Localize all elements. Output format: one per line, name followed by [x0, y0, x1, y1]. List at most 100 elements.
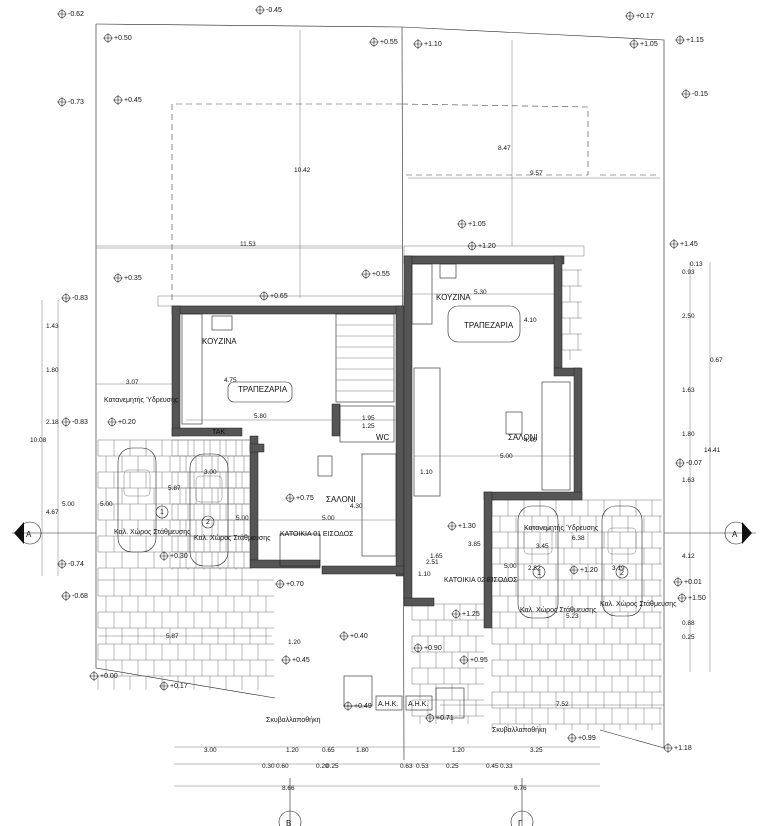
level-cross-icon — [569, 565, 579, 575]
living-1-label: ΣΑΛΟΝΙ — [326, 495, 356, 504]
bins-2-label: Σκυβαλλαποθήκη — [492, 727, 547, 734]
level-cross-icon — [61, 417, 71, 427]
level-cross-icon — [343, 701, 353, 711]
level-label: +0.55 — [372, 271, 390, 278]
level-cross-icon — [369, 37, 379, 47]
level-label: +1.10 — [424, 41, 442, 48]
level-label: +0.40 — [350, 633, 368, 640]
ahk-1-label: Α.Η.Κ. — [378, 701, 398, 708]
dimension-label: 3.19 — [612, 565, 625, 572]
wc-1-label: WC — [376, 433, 390, 442]
level-cross-icon — [61, 591, 71, 601]
parking-number: 1 — [160, 509, 164, 516]
level-cross-icon — [675, 35, 685, 45]
dimension-lines — [41, 30, 711, 787]
level-cross-icon — [61, 293, 71, 303]
level-label: +1.45 — [680, 241, 698, 248]
dimension-label: 5.00 — [504, 563, 517, 570]
dimension-labels: 10.42 8.47 9.57 11.53 3.07 4.75 5.80 1.9… — [30, 145, 723, 792]
level-cross-icon — [413, 643, 423, 653]
level-cross-icon — [663, 743, 673, 753]
tak-label: ΤΑΚ — [212, 429, 225, 436]
dining-1-label: ΤΡΑΠΕΖΑΡΙΑ — [238, 385, 288, 394]
level-cross-icon — [285, 493, 295, 503]
kitchen-1-label: ΚΟΥΖΙΝΑ — [202, 337, 237, 346]
level-cross-icon — [567, 733, 577, 743]
ahk-2-label: Α.Η.Κ. — [408, 701, 428, 708]
level-label: -0.83 — [72, 419, 88, 426]
section-markers — [12, 521, 756, 826]
living-2-label: ΣΑΛΟΝΙ — [508, 433, 538, 442]
dimension-label: 2.51 — [426, 559, 439, 566]
dimension-label: 6.76 — [514, 785, 527, 792]
level-cross-icon — [669, 239, 679, 249]
level-label: +1.05 — [468, 221, 486, 228]
dimension-label: 0.60 — [276, 763, 289, 770]
level-label: +0.75 — [296, 495, 314, 502]
level-label: +0.30 — [170, 553, 188, 560]
level-label: +0.00 — [100, 673, 118, 680]
dimension-label: 5.87 — [168, 485, 181, 492]
dimension-label: 0.63 — [400, 763, 413, 770]
level-label: +0.70 — [286, 581, 304, 588]
level-cross-icon — [103, 33, 113, 43]
level-cross-icon — [457, 219, 467, 229]
dimension-label: 0.20 — [316, 763, 329, 770]
parking-1a-label: Καλ. Χώρος Στάθμευσης — [114, 528, 191, 536]
dwelling-02 — [403, 245, 585, 629]
dimension-label: 11.53 — [240, 241, 256, 248]
dimension-label: 3.25 — [530, 747, 543, 754]
level-label: -0.15 — [692, 91, 708, 98]
level-label: +0.71 — [436, 715, 454, 722]
level-label: +1.05 — [640, 41, 658, 48]
dimension-label: 3.07 — [126, 379, 139, 386]
level-cross-icon — [57, 559, 67, 569]
dimension-label: 0.33 — [500, 763, 513, 770]
level-label: +0.90 — [424, 645, 442, 652]
parking-cars — [117, 447, 643, 619]
level-cross-icon — [107, 417, 117, 427]
level-cross-icon — [281, 655, 291, 665]
dimension-label: 5.23 — [566, 613, 579, 620]
level-cross-icon — [159, 551, 169, 561]
meter-2-label: Κατανεμητής Ύδρευσης — [524, 525, 599, 532]
dimension-label: 1.10 — [420, 469, 433, 476]
dimension-label: 14.41 — [704, 447, 721, 454]
dimension-label: 8.47 — [498, 145, 511, 152]
parking-number: 2 — [620, 570, 624, 577]
dimension-label: 6.38 — [572, 535, 585, 542]
level-label: +0.65 — [270, 293, 288, 300]
dimension-label: 0.25 — [326, 763, 339, 770]
dimension-label: 2.82 — [528, 565, 541, 572]
level-label: -0.68 — [72, 593, 88, 600]
level-cross-icon — [339, 631, 349, 641]
setback-lines — [171, 103, 660, 300]
level-label: +0.99 — [578, 735, 596, 742]
dimension-label: 4.40 — [524, 437, 537, 444]
level-cross-icon — [467, 241, 477, 251]
dimension-label: 5.80 — [254, 413, 267, 420]
dimension-label: 0.45 — [486, 763, 499, 770]
dimension-label: 5.00 — [500, 453, 513, 460]
dining-2-label: ΤΡΑΠΕΖΑΡΙΑ — [464, 321, 514, 330]
level-label: +1.20 — [580, 567, 598, 574]
level-label: +0.35 — [124, 275, 142, 282]
dimension-label: 1.80 — [46, 367, 59, 374]
dimension-label: 1.25 — [362, 423, 375, 430]
dimension-label: 10.42 — [294, 167, 311, 174]
dimension-label: 1.20 — [452, 747, 465, 754]
dimension-label: 4.10 — [524, 317, 537, 324]
level-cross-icon — [629, 39, 639, 49]
meter-1-label: Κατανεμητής Ύδρευσης — [104, 397, 179, 404]
dimension-label: 1.95 — [362, 415, 375, 422]
dimension-label: 7.52 — [556, 701, 569, 708]
dimension-label: 8.66 — [282, 785, 295, 792]
dimension-label: 5.00 — [100, 501, 113, 508]
level-label: +0.95 — [470, 657, 488, 664]
level-label: +0.50 — [114, 35, 132, 42]
dimension-label: 4.75 — [224, 377, 237, 384]
level-label: +0.17 — [636, 13, 654, 20]
bins-1-label: Σκυβαλλαποθήκη — [266, 717, 321, 724]
bin-stores — [343, 675, 465, 719]
dimension-label: 1.80 — [356, 747, 369, 754]
